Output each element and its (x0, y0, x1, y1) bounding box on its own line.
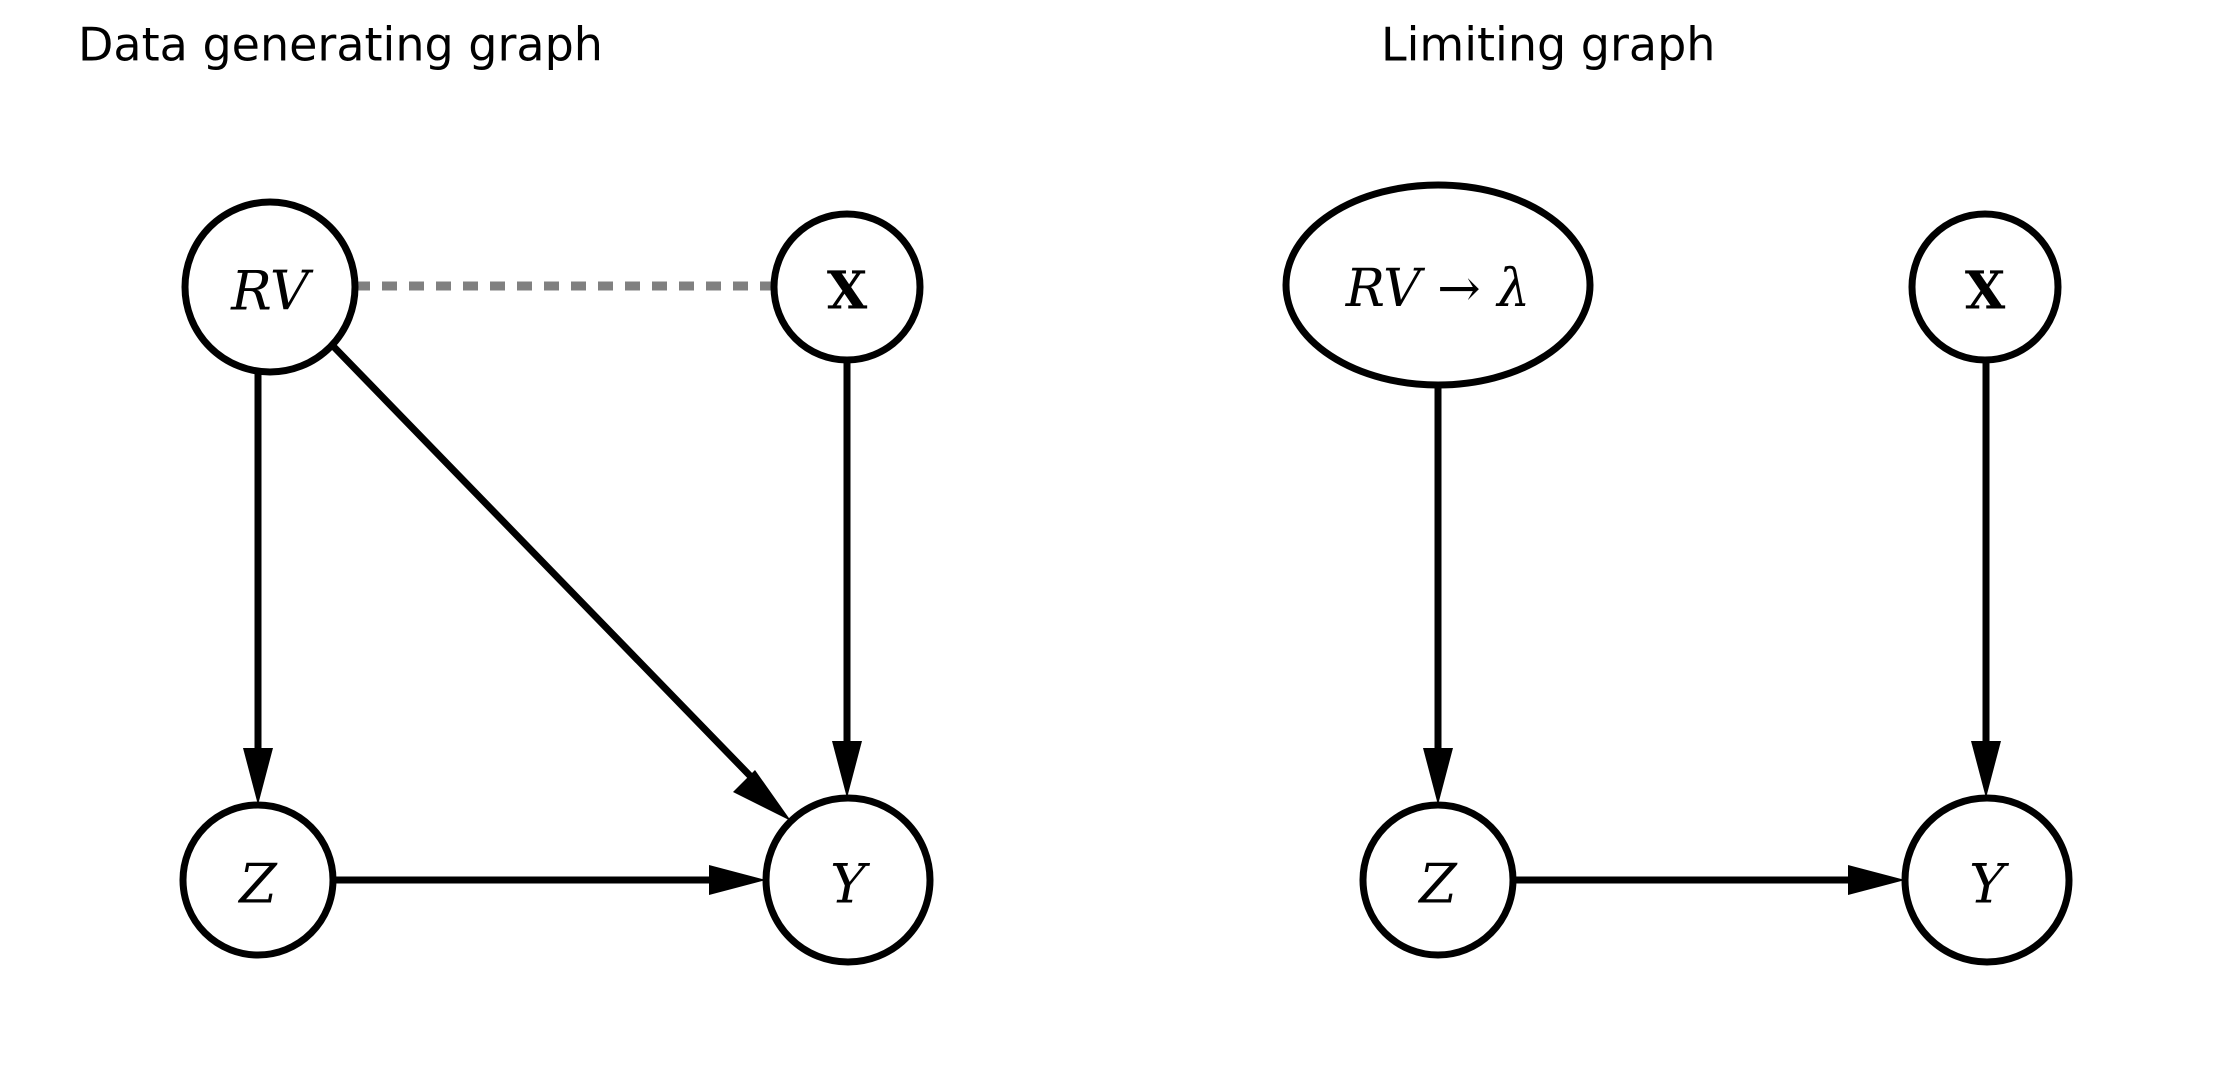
node-y-right-label: Y (1969, 853, 2009, 916)
panel-data-generating-graph: Data generating graph Z (vertical) --> Y… (78, 18, 934, 966)
edge-layer-left: Z (vertical) --> Y (diagonal) --> Y (ver… (243, 281, 862, 895)
edge-rvlambda-to-z (1423, 386, 1453, 805)
node-x-right-label: X (1965, 261, 2006, 322)
node-rv-to-lambda-label: RV → λ (1345, 259, 1530, 319)
edge-rv-to-y (330, 343, 791, 821)
node-layer-left: RV X Z Y (179, 198, 934, 966)
edge-z-to-y-arrowhead (709, 865, 766, 895)
node-rv[interactable]: RV (181, 198, 359, 376)
edge-x-to-y-arrowhead (832, 741, 862, 798)
edge-x-to-y (832, 360, 862, 798)
node-x-right-circle[interactable] (1908, 210, 2062, 364)
node-y-right[interactable]: Y (1901, 794, 2073, 966)
node-z-right[interactable]: Z (1359, 801, 1517, 959)
edge-z-to-y-right-arrowhead (1848, 865, 1905, 895)
edge-rvlambda-to-z-arrowhead (1423, 748, 1453, 805)
edge-layer-right: Z --> Y --> Y --> (1423, 360, 2001, 895)
edge-x-to-y-right (1971, 360, 2001, 798)
node-layer-right: RV → λ X Z Y (1282, 181, 2073, 966)
node-rv-to-lambda[interactable]: RV → λ (1282, 181, 1594, 389)
node-y-circle[interactable] (762, 794, 934, 966)
node-rv-label: RV (230, 260, 314, 323)
node-x-circle[interactable] (770, 210, 924, 364)
node-z-right-circle[interactable] (1359, 801, 1517, 959)
node-x-label: X (827, 261, 868, 322)
node-z[interactable]: Z (179, 801, 337, 959)
edge-rv-to-z-arrowhead (243, 748, 273, 805)
panel-limiting-graph: Limiting graph Z --> Y --> Y --> (1282, 18, 2073, 966)
panel-title-limiting-graph: Limiting graph (1381, 18, 1715, 72)
node-z-right-label: Z (1417, 853, 1458, 916)
edge-z-to-y-right (1513, 865, 1905, 895)
edge-z-to-y (333, 865, 766, 895)
edge-rv-to-z (243, 372, 273, 805)
node-z-circle[interactable] (179, 801, 337, 959)
node-z-label: Z (237, 853, 278, 916)
edge-x-to-y-right-arrowhead (1971, 741, 2001, 798)
node-x[interactable]: X (770, 210, 924, 364)
node-x-right[interactable]: X (1908, 210, 2062, 364)
node-y-right-circle[interactable] (1901, 794, 2073, 966)
node-y-label: Y (830, 853, 870, 916)
node-rv-to-lambda-ellipse[interactable] (1282, 181, 1594, 389)
edge-rv-to-y-line (330, 343, 760, 786)
panel-title-data-generating-graph: Data generating graph (78, 18, 603, 72)
node-y[interactable]: Y (762, 794, 934, 966)
node-rv-circle[interactable] (181, 198, 359, 376)
edge-rv-to-y-arrowhead (733, 770, 791, 821)
